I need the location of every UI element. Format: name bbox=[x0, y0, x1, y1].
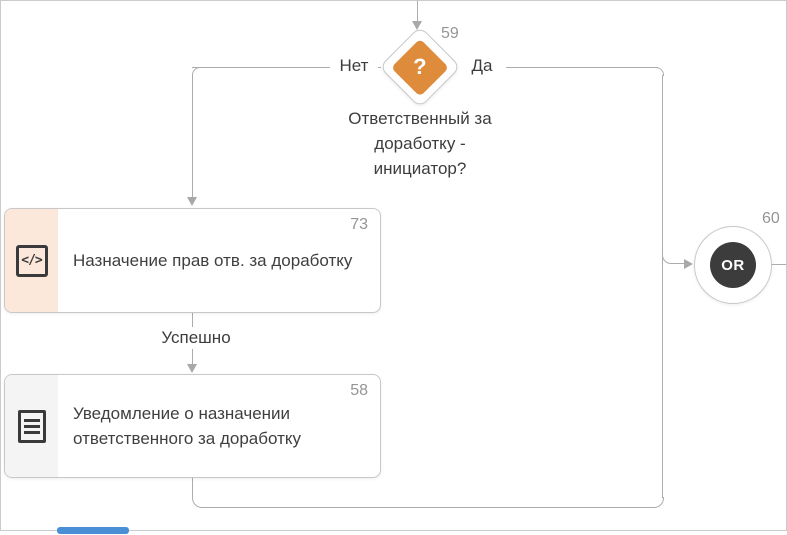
branch-label-yes: Да bbox=[458, 55, 506, 77]
task-title: Назначение прав отв. за доработку bbox=[73, 251, 353, 270]
edge-top-in-segment bbox=[417, 1, 418, 21]
arrowhead-into-decision bbox=[412, 21, 422, 30]
task-number: 58 bbox=[350, 382, 368, 399]
or-gateway-node[interactable]: OR bbox=[694, 226, 772, 304]
code-icon: </> bbox=[15, 244, 48, 277]
edge-yes-corner bbox=[655, 67, 664, 76]
or-gateway-label: OR bbox=[710, 242, 756, 288]
task-number: 73 bbox=[350, 216, 368, 233]
edge-into-or-segment bbox=[670, 263, 684, 264]
decision-number: 59 bbox=[441, 25, 459, 42]
arrowhead-into-notify-task bbox=[187, 364, 197, 373]
arrowhead-into-or bbox=[684, 259, 693, 269]
edge-no-corner bbox=[192, 67, 201, 76]
edge-no-segment-v bbox=[192, 75, 193, 197]
edge-no-segment-h bbox=[192, 67, 381, 68]
document-icon bbox=[17, 409, 46, 443]
notification-task-node[interactable]: 58 Уведомление о назначении ответственно… bbox=[4, 374, 381, 478]
gateway-number: 60 bbox=[762, 210, 780, 227]
task-accent-strip: </> bbox=[5, 209, 58, 312]
edge-label-success: Успешно bbox=[150, 327, 242, 349]
branch-label-no: Нет bbox=[330, 55, 378, 77]
horizontal-scrollbar-thumb[interactable] bbox=[57, 527, 129, 534]
assign-rights-task-node[interactable]: </> 73 Назначение прав отв. за доработку bbox=[4, 208, 381, 313]
task-title: Уведомление о назначении ответственного … bbox=[73, 404, 301, 448]
question-icon: ? bbox=[391, 38, 449, 96]
edge-bottom-segment-v1 bbox=[192, 478, 193, 498]
edge-or-out-segment bbox=[772, 264, 786, 265]
decision-question-label: Ответственный за доработку - инициатор? bbox=[348, 109, 492, 178]
arrowhead-into-assign-task bbox=[187, 197, 197, 206]
task-accent-strip bbox=[5, 375, 58, 477]
edge-yes-segment-v bbox=[662, 75, 663, 498]
edge-yes-segment-h bbox=[459, 67, 655, 68]
edge-bottom-segment-h bbox=[202, 507, 654, 508]
